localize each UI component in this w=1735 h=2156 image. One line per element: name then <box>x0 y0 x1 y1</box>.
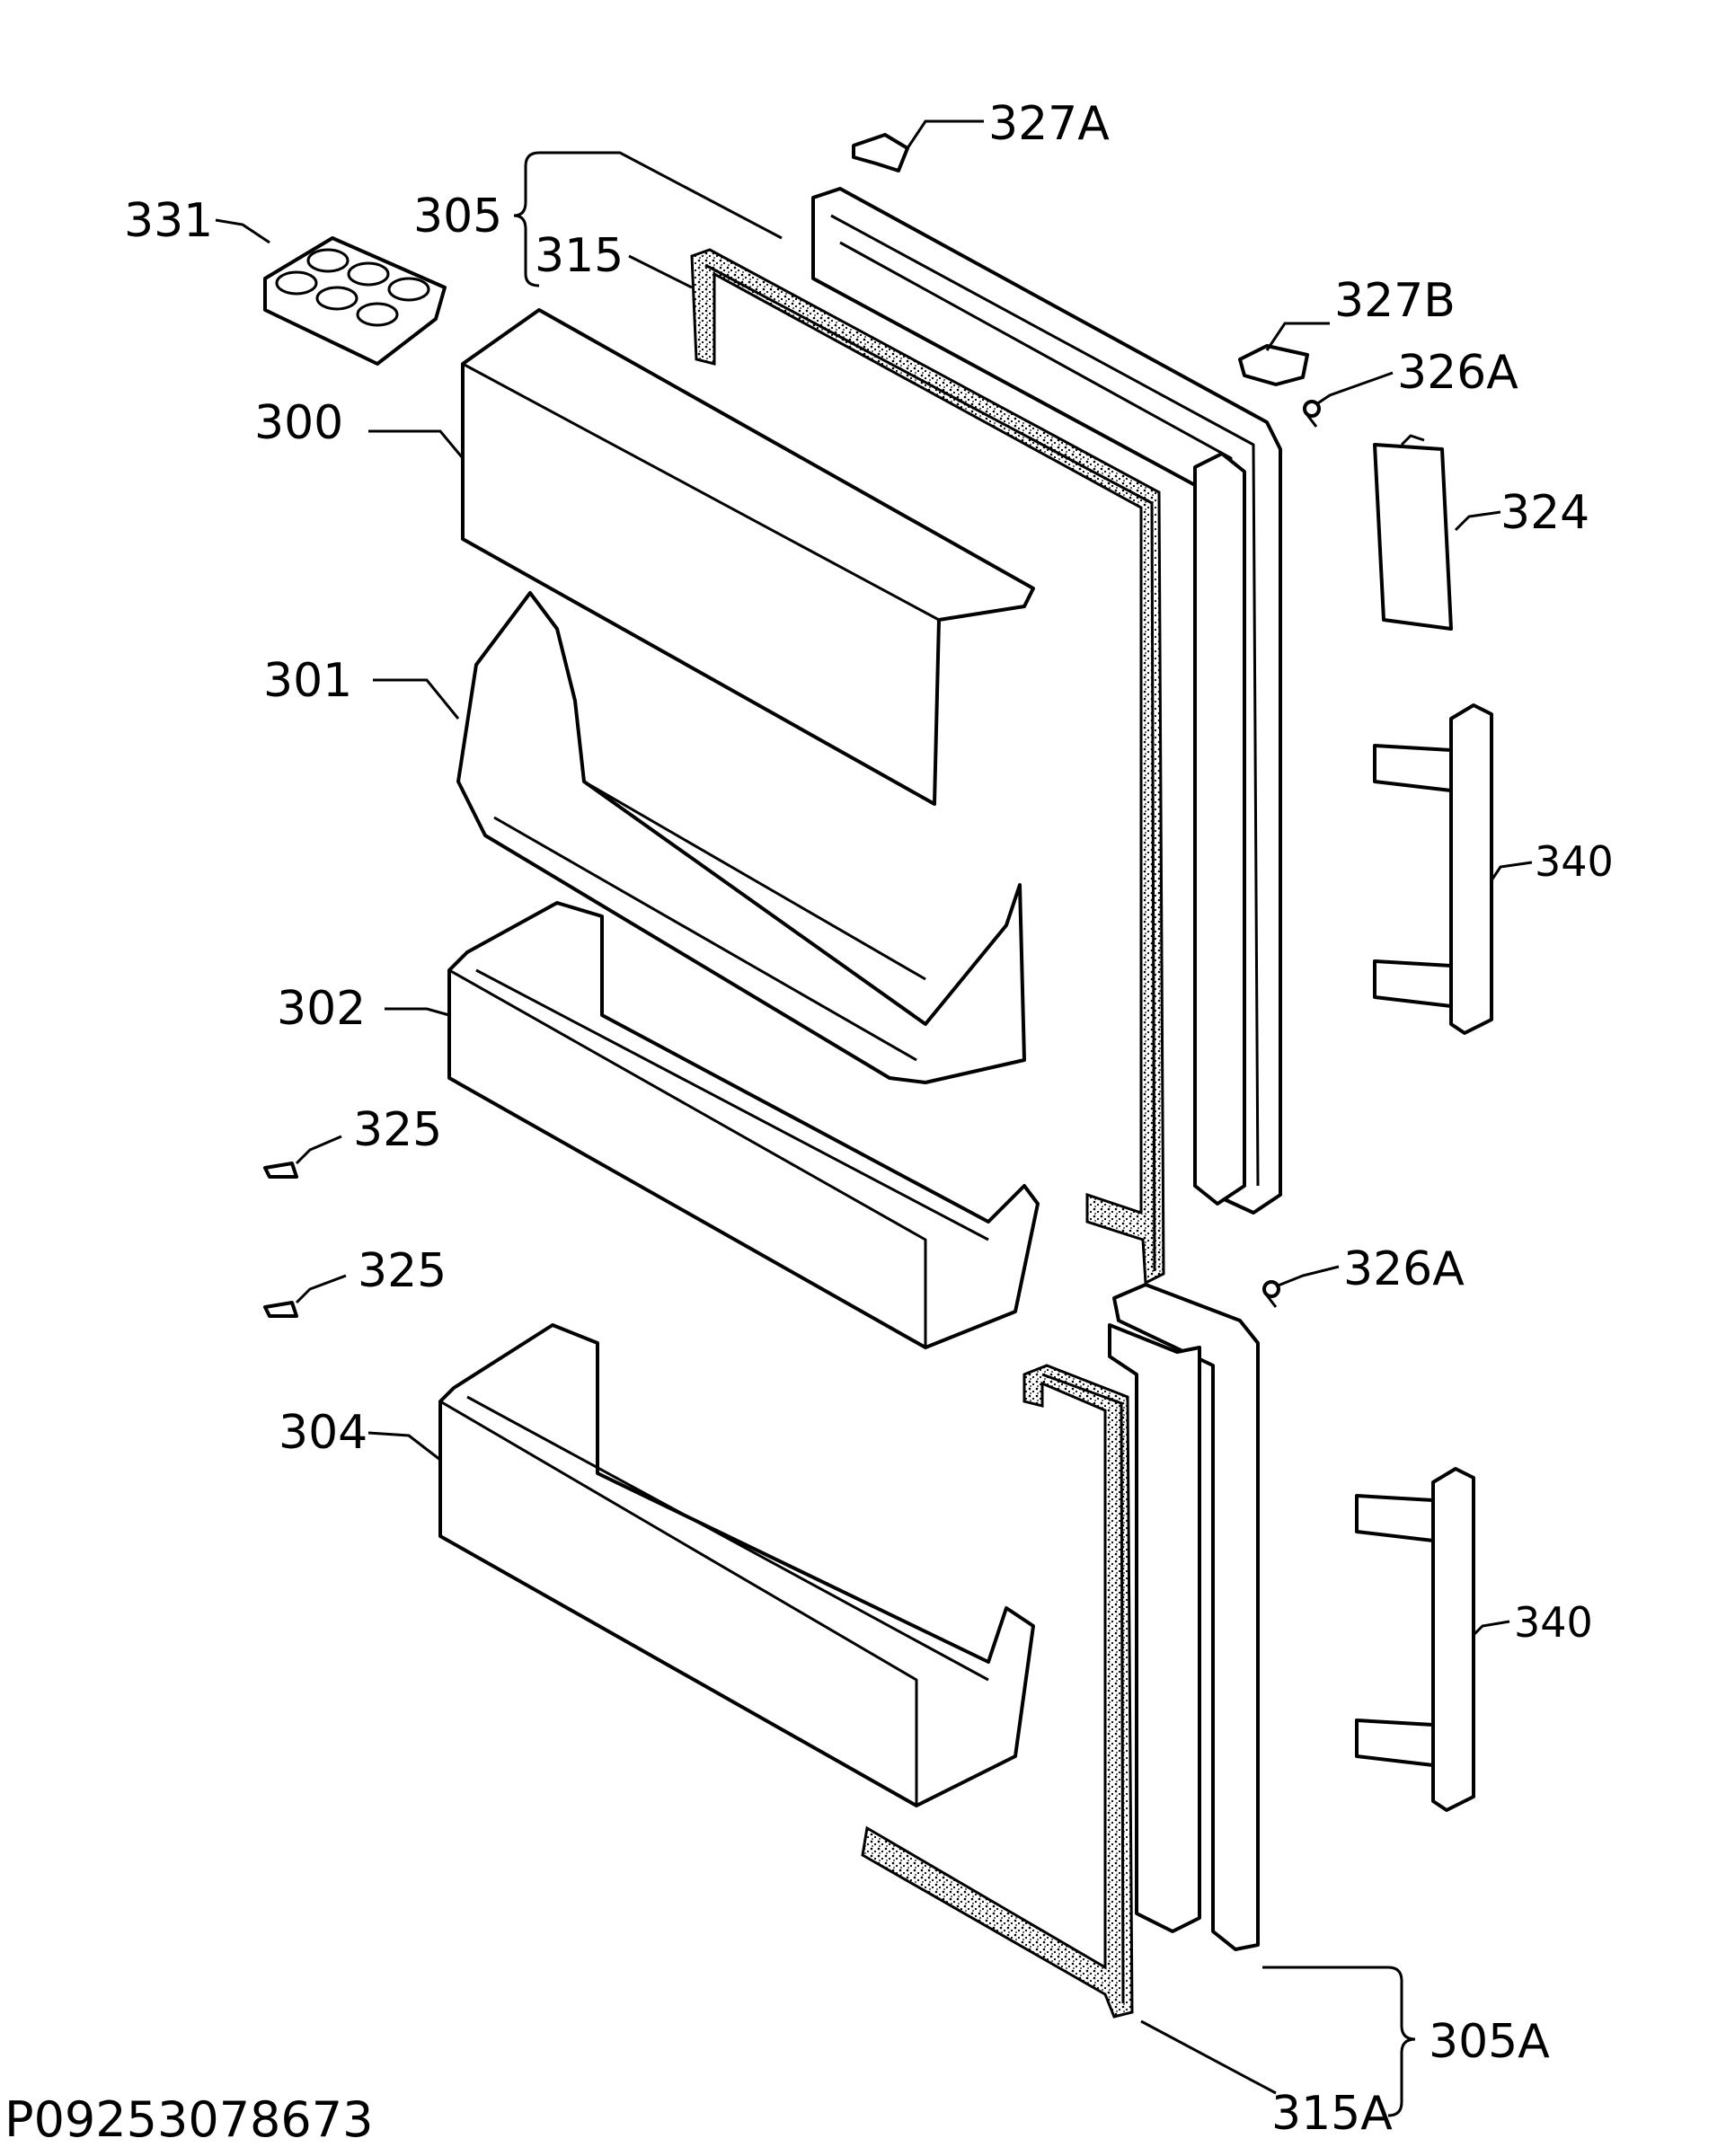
label-325-b: 325 <box>358 1244 447 1298</box>
part-340-handle-top <box>1373 703 1493 1035</box>
label-326A-top: 326A <box>1397 346 1518 400</box>
label-326A-bottom: 326A <box>1343 1242 1465 1296</box>
part-326A-screw-bottom <box>1262 1280 1280 1308</box>
part-325-screw-a <box>263 1162 298 1179</box>
label-331: 331 <box>124 194 213 248</box>
label-327A: 327A <box>988 97 1110 151</box>
label-340-bottom: 340 <box>1514 1598 1593 1647</box>
upper-door-gasket <box>690 248 1165 1286</box>
lower-door-gasket <box>861 1364 1134 2019</box>
lower-door-outer-frame <box>1108 1283 1260 1951</box>
label-325-a: 325 <box>353 1103 442 1157</box>
label-305: 305 <box>413 190 502 243</box>
part-340-handle-bottom <box>1355 1467 1475 1812</box>
label-315: 315 <box>535 229 624 283</box>
label-315A: 315A <box>1271 2087 1393 2141</box>
label-324: 324 <box>1500 486 1589 540</box>
part-302-bin <box>447 901 1040 1349</box>
part-327A-clip <box>852 133 909 172</box>
part-324-cover <box>1373 434 1453 631</box>
part-304-bin <box>438 1323 1035 1807</box>
part-326A-screw-top <box>1303 400 1321 428</box>
label-327B: 327B <box>1334 274 1456 328</box>
label-302: 302 <box>277 982 366 1036</box>
figure-code: P09253078673 <box>4 2091 373 2148</box>
label-340-top: 340 <box>1535 837 1614 886</box>
label-305A: 305A <box>1429 2015 1550 2069</box>
part-labels: 327A 305 315 331 327B 326A 300 324 301 3… <box>4 97 1614 2148</box>
part-327B-bracket <box>1238 344 1309 386</box>
part-300-flap <box>461 308 1035 806</box>
label-304: 304 <box>279 1406 367 1460</box>
label-301: 301 <box>263 654 352 708</box>
upper-door-outer-frame <box>811 187 1282 1215</box>
part-325-screw-b <box>263 1301 298 1318</box>
part-301-shelf <box>456 591 1026 1084</box>
label-300: 300 <box>254 396 343 450</box>
part-331-egg-tray <box>263 236 447 366</box>
leader-lines <box>215 119 1533 2117</box>
